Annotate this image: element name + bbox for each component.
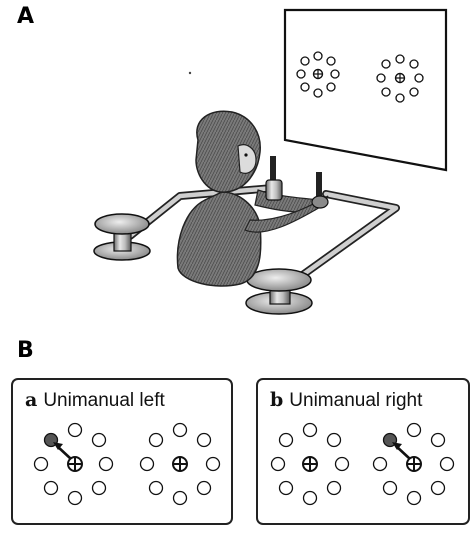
screen-right-target-ring — [376, 54, 424, 103]
target-layout-left — [33, 422, 221, 506]
plus-circle-icon — [67, 456, 83, 472]
right-target-ring — [372, 422, 455, 506]
experimental-setup-illustration — [93, 8, 448, 315]
left-handle — [265, 156, 283, 201]
left-target-ring — [270, 422, 350, 506]
arrow-icon — [392, 442, 411, 460]
panel-b-label: B — [17, 338, 34, 363]
plus-circle-icon — [172, 456, 188, 472]
screen-left-center-cross — [312, 68, 324, 80]
panel-a-label: A — [17, 4, 35, 29]
condition-letter: a — [25, 389, 38, 411]
right-handle — [311, 172, 329, 209]
condition-label: Unimanual right — [289, 390, 423, 411]
plus-circle-icon — [406, 456, 422, 472]
display-screen — [283, 8, 448, 172]
left-target-ring — [33, 422, 114, 506]
condition-letter: b — [270, 389, 284, 411]
speck — [188, 71, 192, 75]
arrow-icon — [53, 442, 72, 460]
left-stand — [93, 213, 151, 261]
condition-label: Unimanual left — [43, 390, 165, 411]
target-layout-right — [270, 422, 455, 506]
screen-left-target-ring — [296, 51, 340, 98]
screen-right-center-cross — [394, 72, 406, 84]
right-stand — [245, 268, 313, 315]
plus-circle-icon — [302, 456, 318, 472]
right-target-ring — [139, 422, 221, 506]
